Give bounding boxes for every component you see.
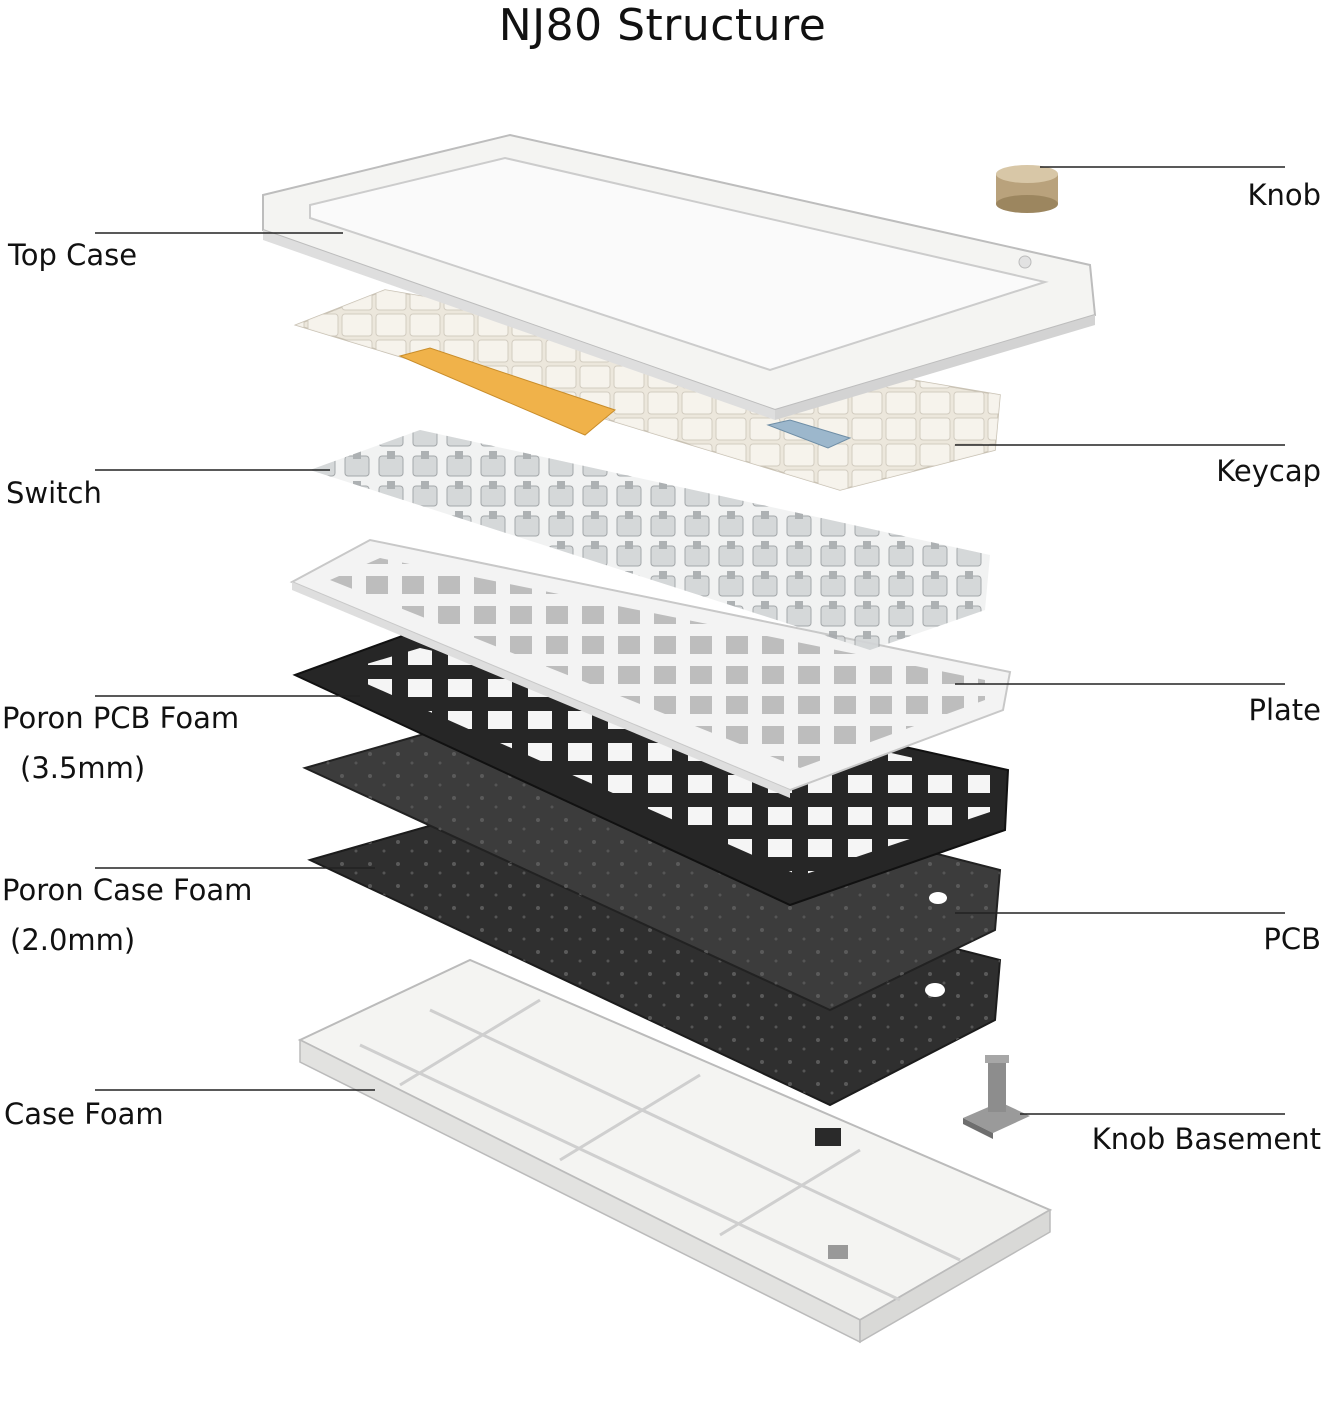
label-top-case: Top Case [8,237,137,273]
label-switch: Switch [6,475,102,511]
label-poron-case-foam: Poron Case Foam [2,872,252,908]
label-poron-pcb-foam: Poron PCB Foam [2,700,239,736]
label-pcb: PCB [1263,921,1321,957]
label-poron-pcb-foam-thickness: (3.5mm) [20,750,145,786]
knob-basement-part [963,1055,1030,1139]
label-keycap: Keycap [1216,453,1321,489]
label-knob: Knob [1247,177,1321,213]
top-case-part [263,135,1095,420]
label-case-foam: Case Foam [4,1096,164,1132]
label-poron-case-foam-thickness: (2.0mm) [10,922,135,958]
label-plate: Plate [1248,692,1321,728]
knob-part [996,165,1058,213]
label-knob-basement: Knob Basement [1092,1121,1321,1157]
